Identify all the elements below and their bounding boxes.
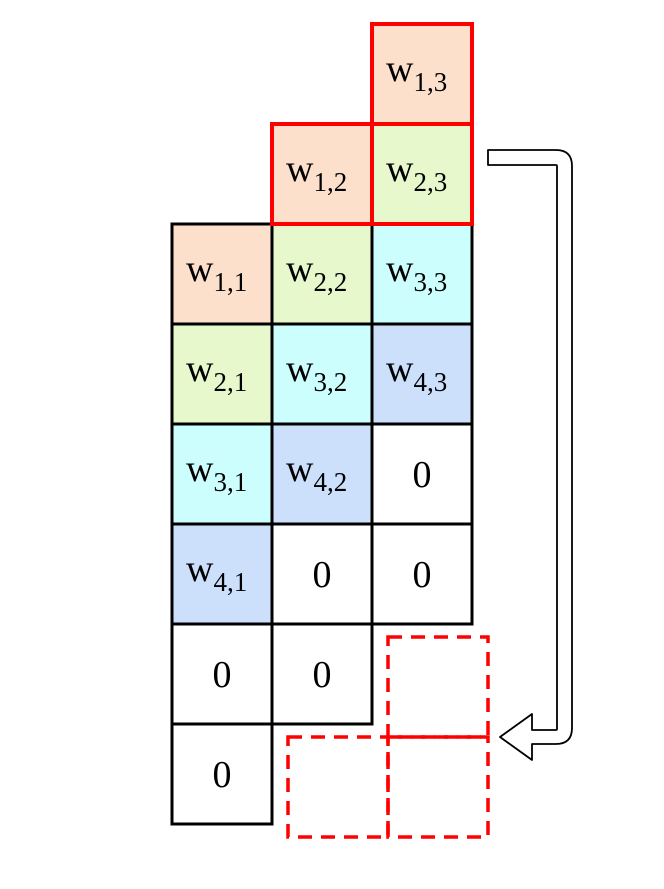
dashed-slot-bottom-right: [386, 735, 490, 839]
cell-zero-d: 0: [170, 622, 274, 726]
cell-background: [170, 522, 274, 626]
cell-label-main: w: [286, 248, 314, 290]
cell-label: 0: [413, 554, 432, 596]
cell-label: w4,3: [386, 348, 447, 397]
cell-background: [170, 222, 274, 326]
cell-background: [170, 722, 274, 826]
cell-label: w3,2: [286, 348, 347, 397]
cell-label: w4,2: [286, 448, 347, 497]
cell-label-subscript: 4,3: [413, 367, 447, 397]
highlight-layer: [270, 22, 474, 226]
shift-arrow: [487, 149, 573, 761]
dashed-slot-bottom-left: [286, 735, 390, 839]
cell-label-main: w: [186, 248, 214, 290]
cell-w41: w4,1: [170, 522, 274, 626]
cell-label: w2,3: [386, 148, 447, 197]
cell-w11: w1,1: [170, 222, 274, 326]
cell-label-subscript: 3,1: [213, 467, 247, 497]
cell-w31: w3,1: [170, 422, 274, 526]
cell-w32: w3,2: [270, 322, 374, 426]
cell-w21: w2,1: [170, 322, 274, 426]
cell-label: w1,2: [286, 148, 347, 197]
cell-label-main: w: [386, 148, 414, 190]
highlight-border: [370, 122, 474, 226]
cell-background: [370, 222, 474, 326]
cell-label: w3,1: [186, 448, 247, 497]
cell-label-main: w: [286, 348, 314, 390]
cell-label-main: w: [286, 448, 314, 490]
cell-label-subscript: 2,3: [413, 167, 447, 197]
cell-label: w2,2: [286, 248, 347, 297]
cell-zero-c: 0: [370, 522, 474, 626]
cell-w23: w2,3: [370, 122, 474, 226]
cell-background: [370, 322, 474, 426]
cell-label-main: w: [186, 348, 214, 390]
cell-label-main: w: [386, 348, 414, 390]
cell-w13: w1,3: [370, 22, 474, 126]
cell-label: 0: [313, 554, 332, 596]
cell-label: 0: [213, 754, 232, 796]
dashed-slot-top: [386, 635, 490, 739]
cell-label-subscript: 4,1: [213, 567, 247, 597]
cell-label-subscript: 2,2: [313, 267, 347, 297]
cell-label-main: w: [386, 248, 414, 290]
cell-label: w1,3: [386, 48, 447, 97]
cell-zero-a: 0: [370, 422, 474, 526]
cell-label-subscript: 3,2: [313, 367, 347, 397]
cell-label: w1,1: [186, 248, 247, 297]
cell-background: [170, 322, 274, 426]
cell-label-subscript: 3,3: [413, 267, 447, 297]
cell-label-main: w: [186, 448, 214, 490]
cell-w42: w4,2: [270, 422, 374, 526]
cell-zero-b: 0: [270, 522, 374, 626]
cell-w12: w1,2: [270, 122, 374, 226]
cell-label-main: w: [186, 548, 214, 590]
cell-label: 0: [213, 654, 232, 696]
cell-label-main: w: [286, 148, 314, 190]
cell-w43: w4,3: [370, 322, 474, 426]
cell-background: [170, 422, 274, 526]
cell-label-subscript: 2,1: [213, 367, 247, 397]
cell-label: 0: [413, 454, 432, 496]
cell-label: w2,1: [186, 348, 247, 397]
cell-label-subscript: 4,2: [313, 467, 347, 497]
cell-label-main: w: [386, 48, 414, 90]
cell-label: w3,3: [386, 248, 447, 297]
cell-label: 0: [313, 654, 332, 696]
cell-background: [370, 422, 474, 526]
cell-background: [270, 622, 374, 726]
cell-label-subscript: 1,2: [313, 167, 347, 197]
cell-label-subscript: 1,3: [413, 67, 447, 97]
cell-background: [270, 422, 374, 526]
cell-w22: w2,2: [270, 222, 374, 326]
cell-label: w4,1: [186, 548, 247, 597]
cell-w33: w3,3: [370, 222, 474, 326]
cell-zero-e: 0: [270, 622, 374, 726]
cell-background: [370, 522, 474, 626]
cell-zero-f: 0: [170, 722, 274, 826]
cell-label-subscript: 1,1: [213, 267, 247, 297]
dashed-slots-layer: [286, 635, 490, 839]
cell-background: [270, 322, 374, 426]
